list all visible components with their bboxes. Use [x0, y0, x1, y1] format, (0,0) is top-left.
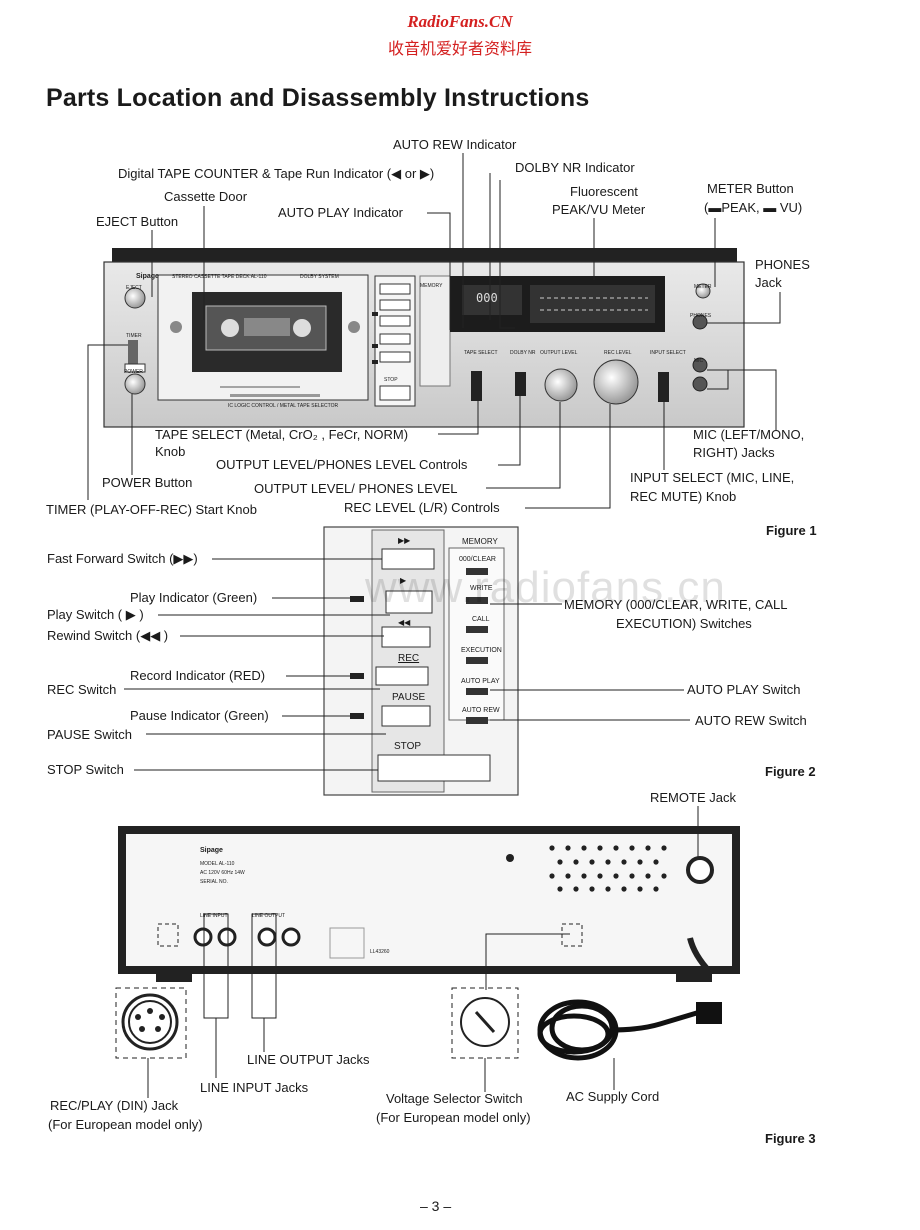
- callout-mic-jacks: MIC (LEFT/MONO,: [693, 427, 805, 442]
- callout-line-input: LINE INPUT Jacks: [200, 1080, 309, 1095]
- callout-auto-play-indicator: AUTO PLAY Indicator: [278, 205, 404, 220]
- callout-eject-button: EJECT Button: [96, 214, 179, 229]
- device-power-label: POWER: [124, 369, 143, 375]
- callout-line-output: LINE OUTPUT Jacks: [247, 1052, 370, 1067]
- callout-output-level-2: OUTPUT LEVEL/ PHONES LEVEL: [254, 481, 458, 496]
- rear-cert: LL43260: [370, 949, 390, 955]
- panel-auto-rew-label: AUTO REW: [462, 707, 500, 714]
- rear-serial: SERIAL NO.: [200, 879, 228, 885]
- panel-auto-play-label: AUTO PLAY: [461, 678, 500, 685]
- panel-stop-label: STOP: [394, 741, 422, 752]
- device-phones-label: PHONES: [690, 313, 712, 319]
- rear-line-in-label: LINE INPUT: [200, 913, 228, 919]
- callout-dolby-nr: DOLBY NR Indicator: [515, 160, 635, 175]
- callout-tape-select: TAPE SELECT (Metal, CrO₂ , FeCr, NORM): [155, 427, 409, 442]
- callout-tape-select-knob: Knob: [155, 444, 186, 459]
- callout-fast-forward: Fast Forward Switch (▶▶): [47, 551, 198, 566]
- callout-record-indicator: Record Indicator (RED): [130, 668, 266, 683]
- device-meter-label: METER: [694, 284, 712, 290]
- callout-ac-cord: AC Supply Cord: [566, 1089, 660, 1104]
- device-memory-label: MEMORY: [420, 283, 443, 289]
- callout-auto-rew-indicator: AUTO REW Indicator: [393, 137, 517, 152]
- rear-power: AC 120V 60Hz 14W: [200, 870, 245, 876]
- panel-write-label: WRITE: [470, 585, 493, 592]
- panel-pause-label: PAUSE: [392, 692, 426, 703]
- callout-phones-jack: Jack: [755, 275, 782, 290]
- callout-stop-switch: STOP Switch: [47, 762, 124, 777]
- callout-din-note: (For European model only): [48, 1117, 203, 1132]
- callout-memory-1: MEMORY (000/CLEAR, WRITE, CALL: [564, 597, 788, 612]
- device-counter-display: 000: [476, 291, 498, 305]
- callout-rec-switch: REC Switch: [47, 682, 117, 697]
- device-tape-select-label: TAPE SELECT: [464, 350, 498, 356]
- front-panel-figure: [103, 248, 745, 428]
- callout-play-indicator: Play Indicator (Green): [130, 590, 258, 605]
- rear-line-out-label: LINE OUTPUT: [252, 913, 286, 919]
- figure-1-caption: Figure 1: [766, 523, 817, 538]
- callout-rec-level: REC LEVEL (L/R) Controls: [344, 500, 500, 515]
- panel-ff-symbol: ▶▶: [398, 536, 411, 545]
- device-input-select-label: INPUT SELECT: [650, 350, 686, 356]
- watermark-site: RadioFans.CN: [407, 12, 513, 31]
- callout-input-select-2: REC MUTE) Knob: [630, 489, 737, 504]
- transport-panel-figure: [323, 526, 519, 796]
- callout-cassette-door: Cassette Door: [164, 189, 248, 204]
- callout-remote-jack: REMOTE Jack: [650, 790, 736, 805]
- figure2-leader-lines: [124, 558, 690, 771]
- panel-execution-label: EXECUTION: [461, 647, 502, 654]
- callout-auto-play-switch: AUTO PLAY Switch: [687, 682, 801, 697]
- device-model: STEREO CASSETTE TAPE DECK AL-110: [172, 274, 267, 280]
- callout-pause-indicator: Pause Indicator (Green): [130, 708, 269, 723]
- callout-mic-jacks-2: RIGHT) Jacks: [693, 445, 775, 460]
- callout-play-switch: Play Switch ( ▶ ): [47, 607, 144, 622]
- page-number: – 3 –: [420, 1198, 452, 1214]
- callout-tape-counter: Digital TAPE COUNTER & Tape Run Indicato…: [118, 166, 435, 181]
- callout-meter-button-sub: (▬PEAK, ▬ VU): [704, 200, 803, 215]
- device-output-level-label: OUTPUT LEVEL: [540, 350, 578, 356]
- device-stop-label: STOP: [384, 377, 398, 383]
- figure-3-caption: Figure 3: [765, 1131, 816, 1146]
- panel-rew-symbol: ◀◀: [398, 618, 411, 627]
- callout-phones: PHONES: [755, 257, 810, 272]
- figure-2-caption: Figure 2: [765, 764, 816, 779]
- device-mic-label: MIC: [694, 358, 704, 364]
- panel-clear-label: 000/CLEAR: [459, 556, 496, 563]
- ghost-watermark: www.radiofans.cn: [365, 563, 726, 612]
- callout-rec-play-din: REC/PLAY (DIN) Jack: [50, 1098, 179, 1113]
- figure1-leader-lines: [87, 153, 781, 509]
- device-brand: Sipage: [136, 273, 159, 280]
- panel-rec-label: REC: [398, 653, 420, 664]
- figure3-leader-lines: [147, 806, 699, 1098]
- callout-power-button: POWER Button: [102, 475, 193, 490]
- callout-output-level-controls: OUTPUT LEVEL/PHONES LEVEL Controls: [216, 457, 468, 472]
- rear-model: MODEL AL-110: [200, 861, 235, 867]
- device-timer-label: TIMER: [126, 333, 142, 339]
- callout-auto-rew-switch: AUTO REW Switch: [695, 713, 807, 728]
- callout-timer: TIMER (PLAY-OFF-REC) Start Knob: [46, 502, 257, 517]
- callout-fluorescent: Fluorescent: [570, 184, 638, 199]
- rear-brand: Sipage: [200, 847, 223, 854]
- device-dolby-logo: DOLBY SYSTEM: [300, 274, 339, 280]
- device-eject-label: EJECT: [126, 285, 142, 291]
- callout-meter-button: METER Button: [707, 181, 794, 196]
- callout-pause-switch: PAUSE Switch: [47, 727, 133, 742]
- watermark-subtitle: 收音机爱好者资料库: [387, 39, 532, 58]
- rear-panel-figure: [115, 826, 740, 1061]
- page-title: Parts Location and Disassembly Instructi…: [46, 84, 590, 112]
- device-rec-level-label: REC LEVEL: [604, 350, 632, 356]
- callout-voltage-selector: Voltage Selector Switch: [386, 1091, 523, 1106]
- callout-peak-vu-meter: PEAK/VU Meter: [552, 202, 646, 217]
- callout-input-select: INPUT SELECT (MIC, LINE,: [630, 470, 795, 485]
- callout-voltage-note: (For European model only): [376, 1110, 531, 1125]
- callout-rewind: Rewind Switch (◀◀ ): [47, 628, 169, 643]
- callout-memory-2: EXECUTION) Switches: [616, 616, 752, 631]
- device-dolby-nr-label: DOLBY NR: [510, 350, 536, 356]
- panel-play-symbol: ▶: [400, 576, 407, 585]
- device-logic-label: IC LOGIC CONTROL / METAL TAPE SELECTOR: [228, 403, 339, 409]
- panel-memory-label: MEMORY: [462, 537, 498, 546]
- panel-call-label: CALL: [472, 616, 490, 623]
